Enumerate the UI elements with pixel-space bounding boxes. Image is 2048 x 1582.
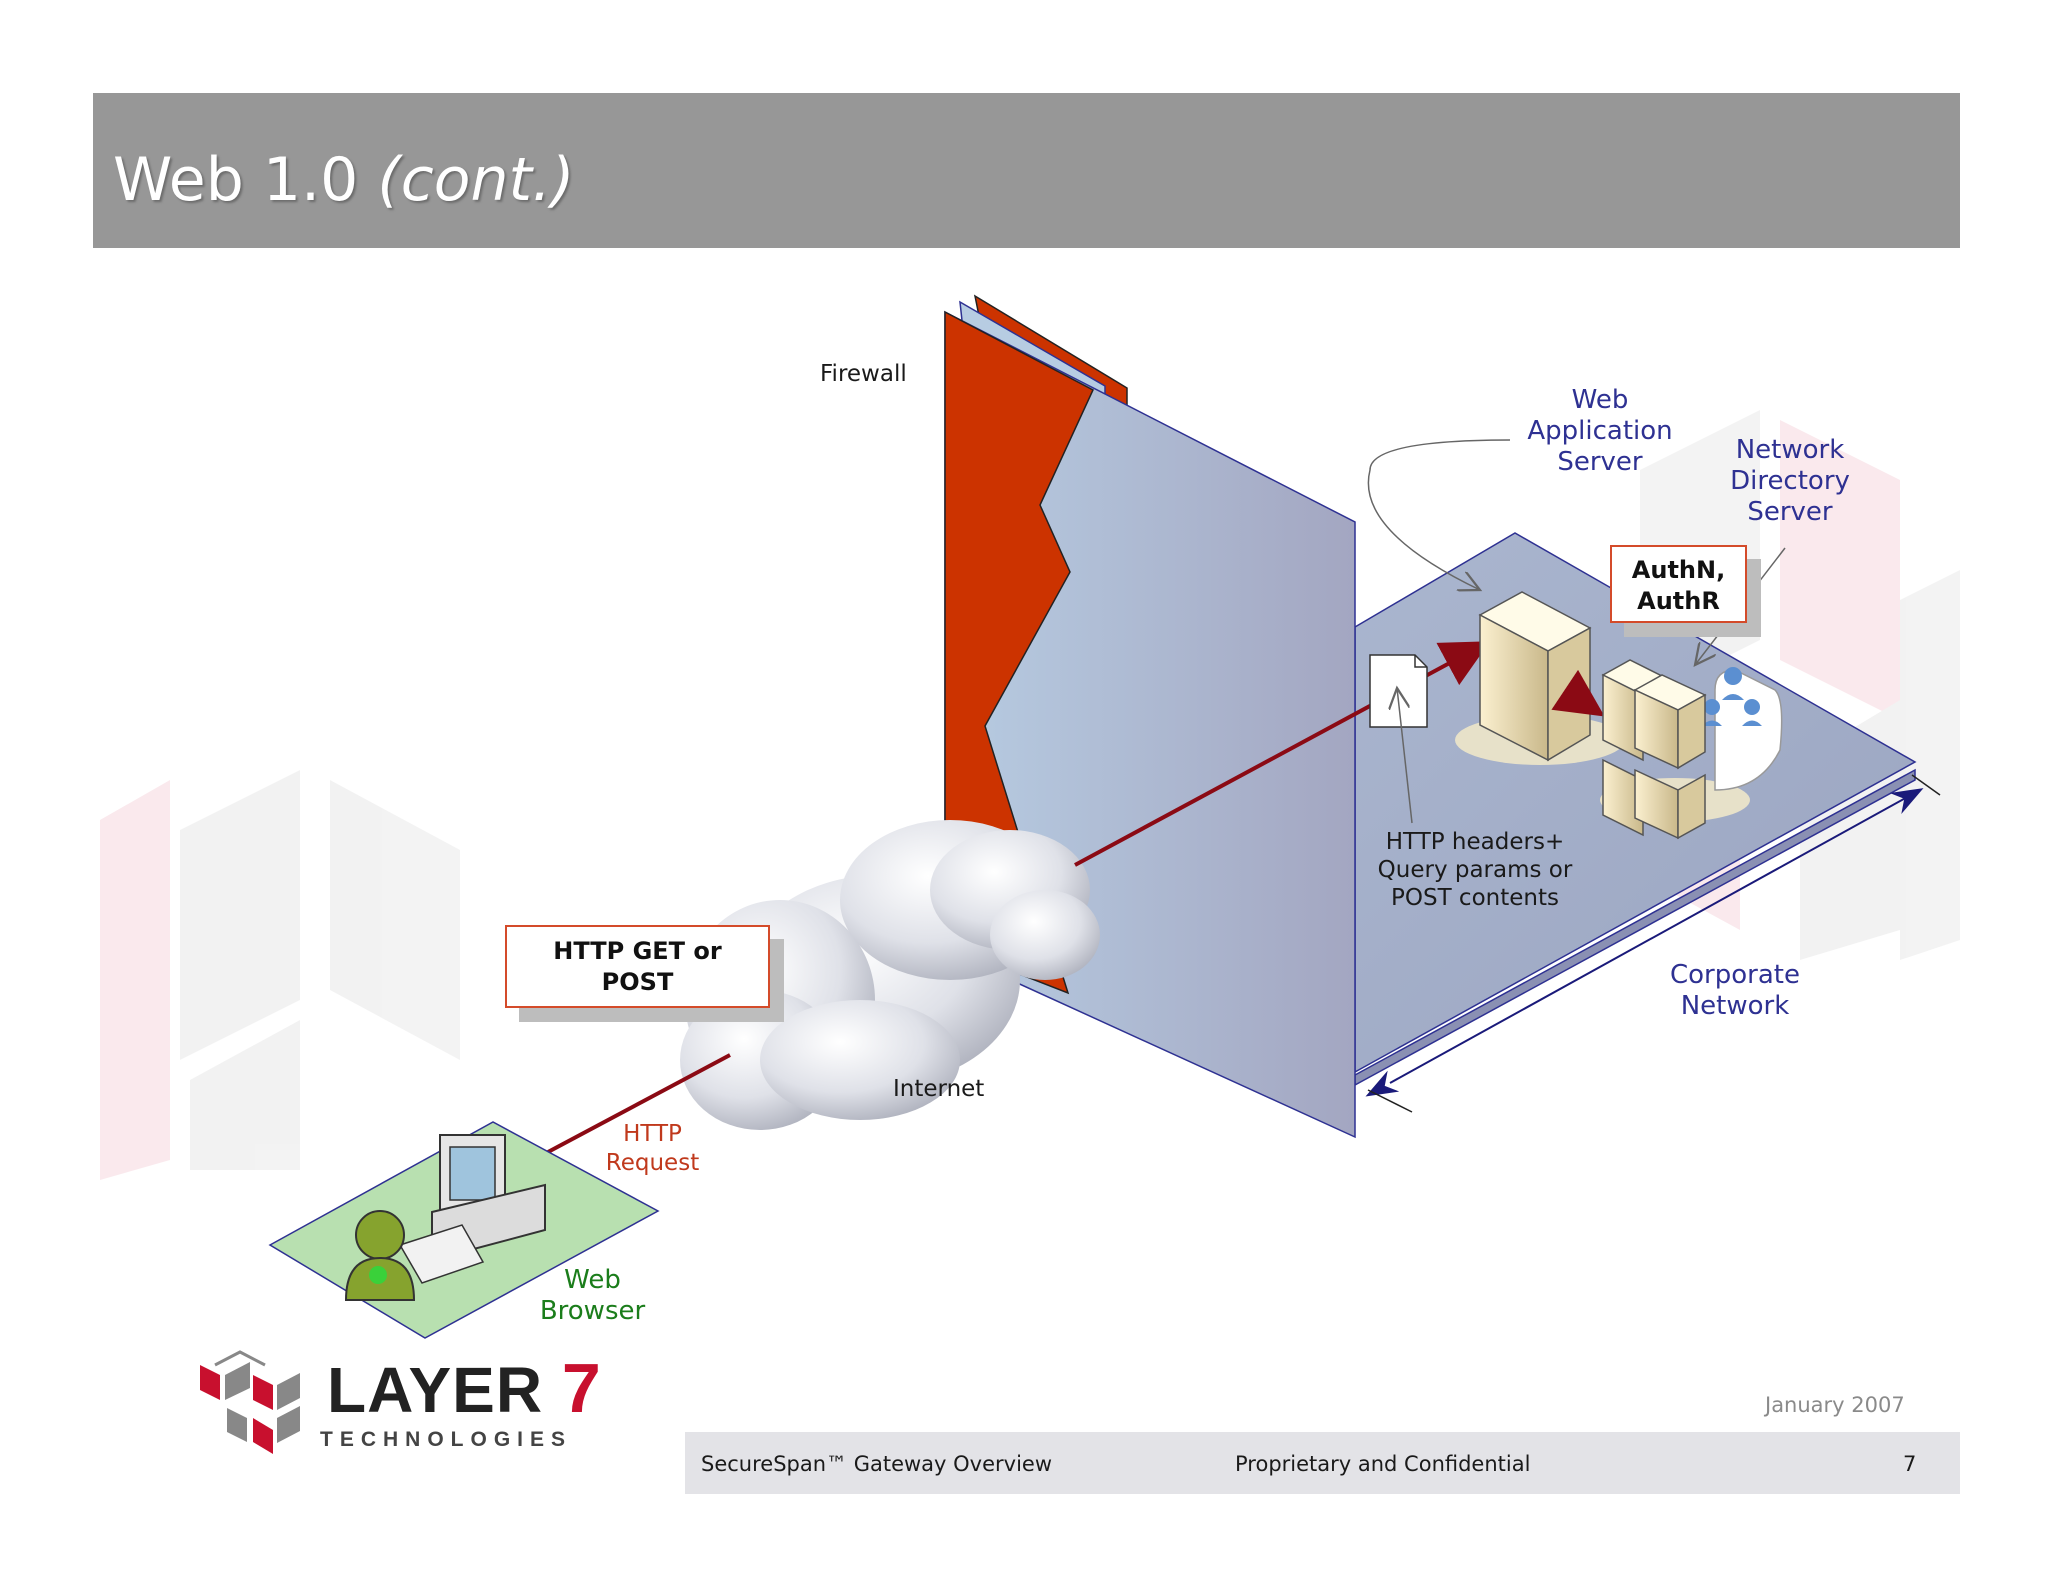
http-headers-label: HTTP headers+ Query params or POST conte… xyxy=(1377,829,1573,911)
footer-left: SecureSpan™ Gateway Overview xyxy=(701,1452,1053,1476)
web-browser-client xyxy=(268,1121,660,1339)
logo-subtitle: TECHNOLOGIES xyxy=(320,1428,573,1451)
web-browser-label: Web Browser xyxy=(539,1265,646,1326)
slide-title: Web 1.0 (cont.) xyxy=(113,145,575,215)
footer-center: Proprietary and Confidential xyxy=(1235,1452,1531,1476)
authn-authr-callout: AuthN, AuthR xyxy=(1610,545,1747,623)
footer-page-number: 7 xyxy=(1903,1452,1917,1476)
title-italic: (cont.) xyxy=(377,145,575,215)
internet-cloud xyxy=(680,820,1100,1130)
footer-date: January 2007 xyxy=(1765,1393,1905,1417)
layer7-logo: LAYER 7 TECHNOLOGIES xyxy=(195,1340,601,1460)
title-bar: Web 1.0 (cont.) xyxy=(93,93,1960,248)
footer-bar: SecureSpan™ Gateway Overview Proprietary… xyxy=(685,1432,1960,1494)
network-directory-label: Network Directory Server xyxy=(1730,435,1850,527)
firewall-label: Firewall xyxy=(820,361,907,387)
corporate-network-dimension xyxy=(1365,774,1941,1113)
title-main: Web 1.0 xyxy=(113,145,359,215)
request-line-browser-to-cloud xyxy=(547,1053,731,1154)
web-app-server-leader xyxy=(1367,439,1511,590)
corporate-network-label: Corporate Network xyxy=(1670,960,1800,1021)
internet-label: Internet xyxy=(893,1076,985,1102)
http-request-label: HTTP Request xyxy=(605,1121,700,1176)
web-application-server xyxy=(1455,591,1625,765)
document-icon xyxy=(1369,654,1428,728)
web-app-server-label: Web Application Server xyxy=(1527,385,1673,477)
logo-number: 7 xyxy=(561,1349,602,1427)
logo-word: LAYER 7 xyxy=(327,1349,602,1427)
logo-cubes-icon xyxy=(200,1350,300,1454)
http-get-post-callout: HTTP GET or POST xyxy=(505,925,770,1008)
